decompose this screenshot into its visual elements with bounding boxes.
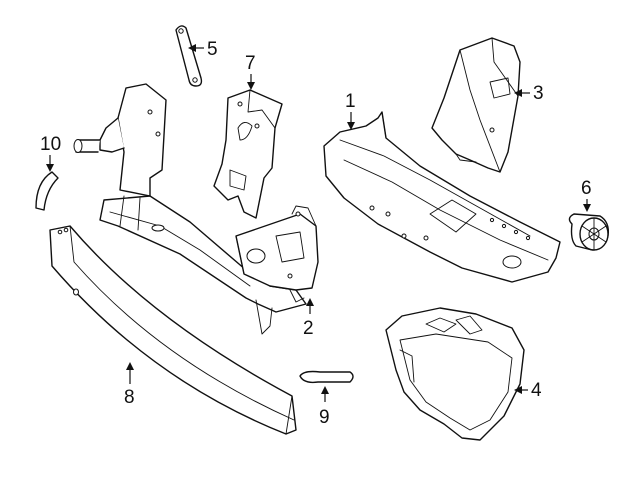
callout-8: 8 <box>124 362 135 408</box>
part-5-link-bar <box>175 25 203 87</box>
part-10-clip <box>35 171 59 211</box>
callout-6-label: 6 <box>581 178 592 199</box>
callout-3-label: 3 <box>533 83 544 104</box>
part-3-side-panel <box>431 37 521 173</box>
part-7-bracket <box>213 89 283 219</box>
callout-9: 9 <box>319 386 330 428</box>
callout-5: 5 <box>188 39 218 60</box>
callout-3: 3 <box>514 83 544 104</box>
callout-7: 7 <box>245 53 256 90</box>
part-6-bushing <box>568 213 610 251</box>
callout-7-label: 7 <box>245 53 256 74</box>
callout-10: 10 <box>40 134 61 172</box>
callout-9-label: 9 <box>319 407 330 428</box>
callout-5-label: 5 <box>207 39 218 60</box>
part-4-side-housing <box>385 307 525 441</box>
callout-2-label: 2 <box>303 318 314 339</box>
callout-4-label: 4 <box>531 380 542 401</box>
callout-6: 6 <box>581 178 592 212</box>
callout-4: 4 <box>514 380 542 401</box>
part-2-support-frame <box>73 83 319 335</box>
callout-8-label: 8 <box>124 387 135 408</box>
callout-10-label: 10 <box>40 134 61 155</box>
part-8-bumper-beam <box>49 225 297 435</box>
part-9-seal-strip <box>299 370 354 384</box>
part-1-cowl-panel <box>323 111 561 283</box>
callout-1-label: 1 <box>345 91 356 112</box>
callout-2: 2 <box>303 298 314 339</box>
callout-1: 1 <box>345 91 356 130</box>
